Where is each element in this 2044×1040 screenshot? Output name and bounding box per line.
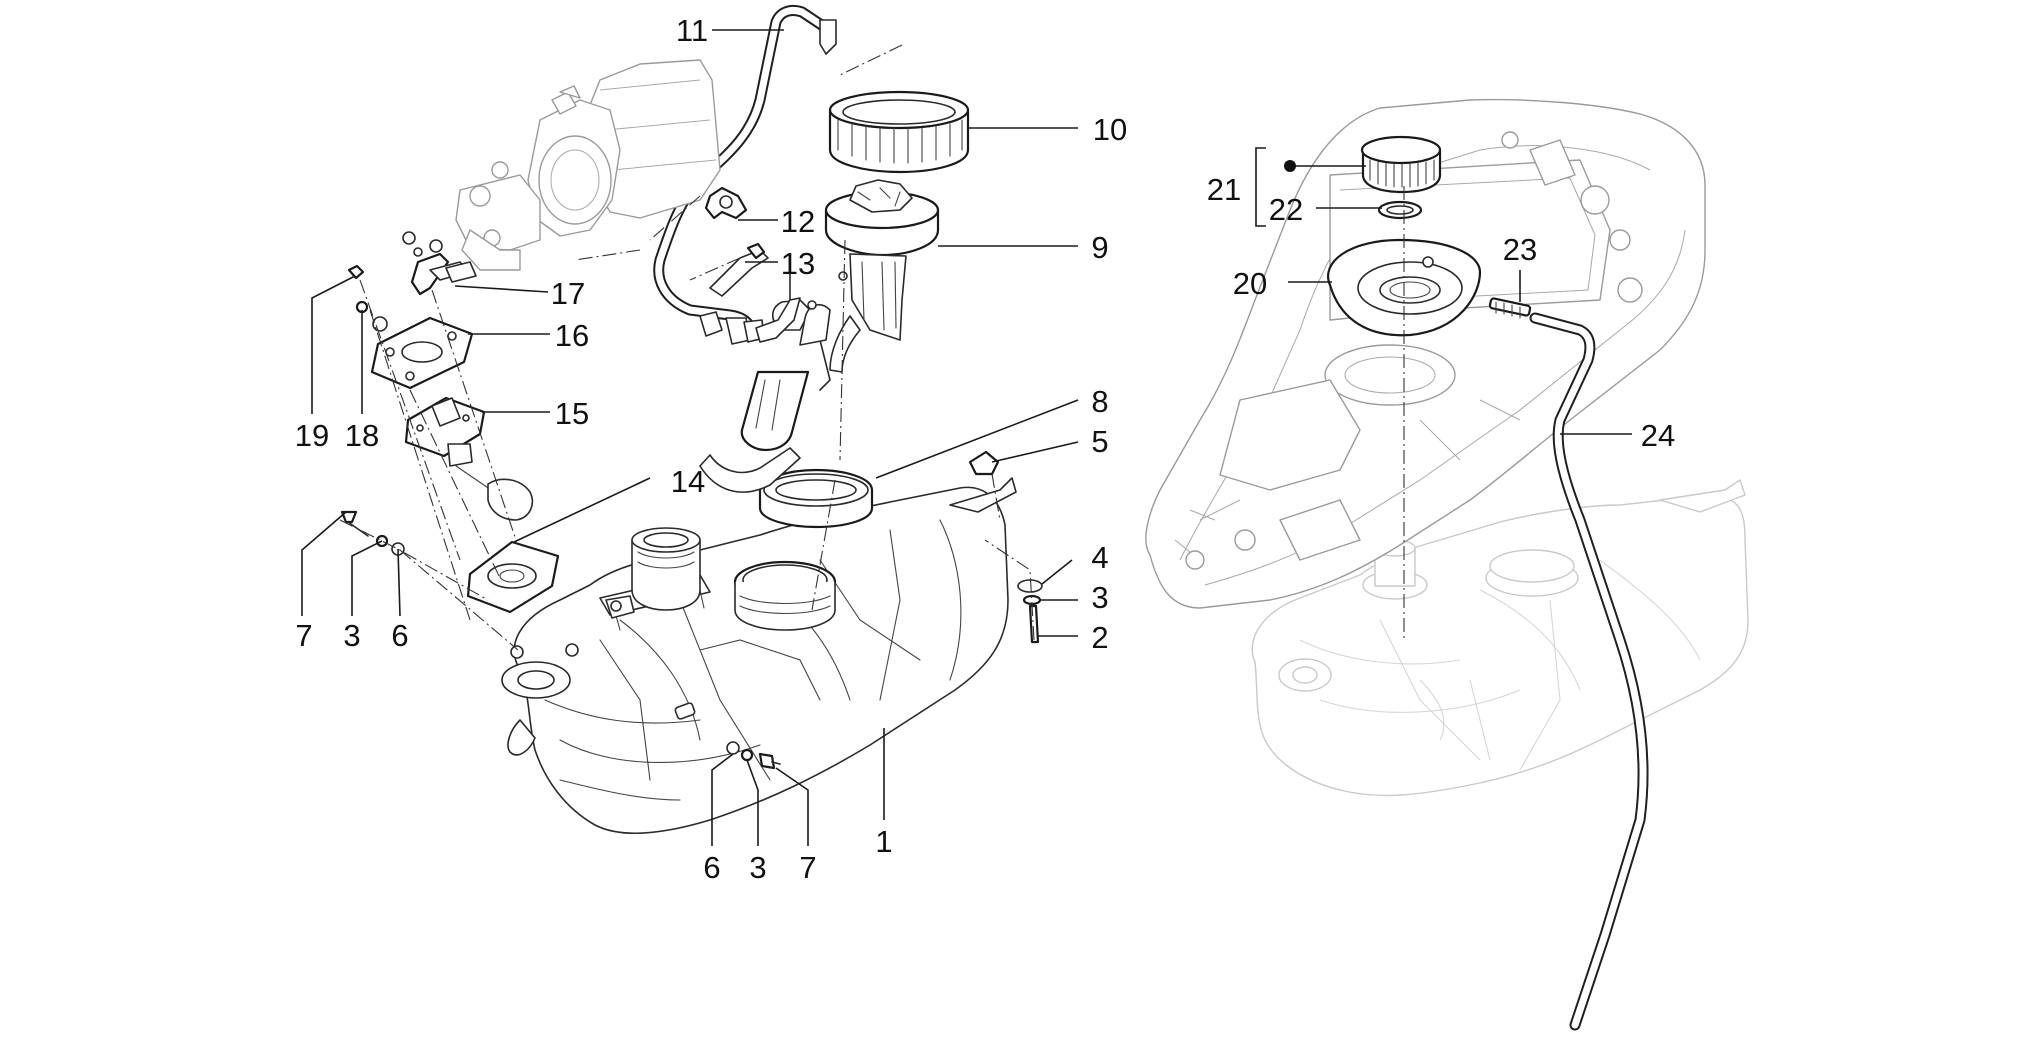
callout-21: 21 (1207, 172, 1241, 207)
small-hardware-center (726, 450, 1043, 770)
fuel-tank-part-1 (501, 477, 1017, 834)
callout-7: 7 (295, 618, 312, 653)
sender-plate-part-15 (404, 396, 534, 521)
callout-17: 17 (551, 276, 585, 311)
callout-14: 14 (671, 464, 705, 499)
breather-hose-part-24 (1529, 312, 1649, 1031)
callout-22: 22 (1269, 192, 1303, 227)
callout-18: 18 (345, 418, 379, 453)
callout-3: 3 (1091, 580, 1108, 615)
callout-24: 24 (1641, 418, 1675, 453)
callout-2: 2 (1091, 620, 1108, 655)
seal-plate-part-14 (466, 540, 560, 614)
callout-19: 19 (295, 418, 329, 453)
callout-13: 13 (781, 246, 815, 281)
callout-5: 5 (1091, 424, 1108, 459)
connector-part-23 (1488, 297, 1532, 319)
callout-12: 12 (781, 204, 815, 239)
flange-part-16 (370, 316, 474, 390)
gasket-part-8 (758, 468, 874, 529)
callout-10: 10 (1093, 112, 1127, 147)
o-ring-part-22 (1377, 200, 1423, 220)
callout-15: 15 (555, 396, 589, 431)
callout-8: 8 (1091, 384, 1108, 419)
hose-clip-part-13 (709, 242, 769, 297)
fuel-cap-part-21 (1360, 135, 1442, 194)
callout-11: 11 (676, 13, 708, 48)
hose-clamp-part-12 (704, 186, 748, 220)
throttle-body-assembly (455, 59, 721, 271)
callout-numbers: 1233345667789101112131415161718192021222… (295, 13, 1675, 885)
tank-pump-opening (733, 560, 837, 631)
callout-6: 6 (391, 618, 408, 653)
callout-16: 16 (555, 318, 589, 353)
callout-1: 1 (875, 824, 892, 859)
callout-6: 6 (703, 850, 720, 885)
callout-4: 4 (1091, 540, 1108, 575)
tank-filler-neck (605, 527, 701, 619)
callout-20: 20 (1233, 266, 1267, 301)
callout-7: 7 (799, 850, 816, 885)
locking-ring-part-10 (828, 90, 970, 174)
rear-body-frame (1145, 98, 1706, 609)
callout-9: 9 (1091, 230, 1108, 265)
fuel-pump-part-9 (699, 179, 940, 493)
bracket-part-17 (402, 231, 477, 296)
callout-3: 3 (343, 618, 360, 653)
small-hardware-left (340, 264, 405, 556)
leader-lines (301, 29, 1632, 846)
callout-23: 23 (1503, 232, 1537, 267)
callout-3: 3 (749, 850, 766, 885)
assembly-axes (339, 44, 1405, 651)
